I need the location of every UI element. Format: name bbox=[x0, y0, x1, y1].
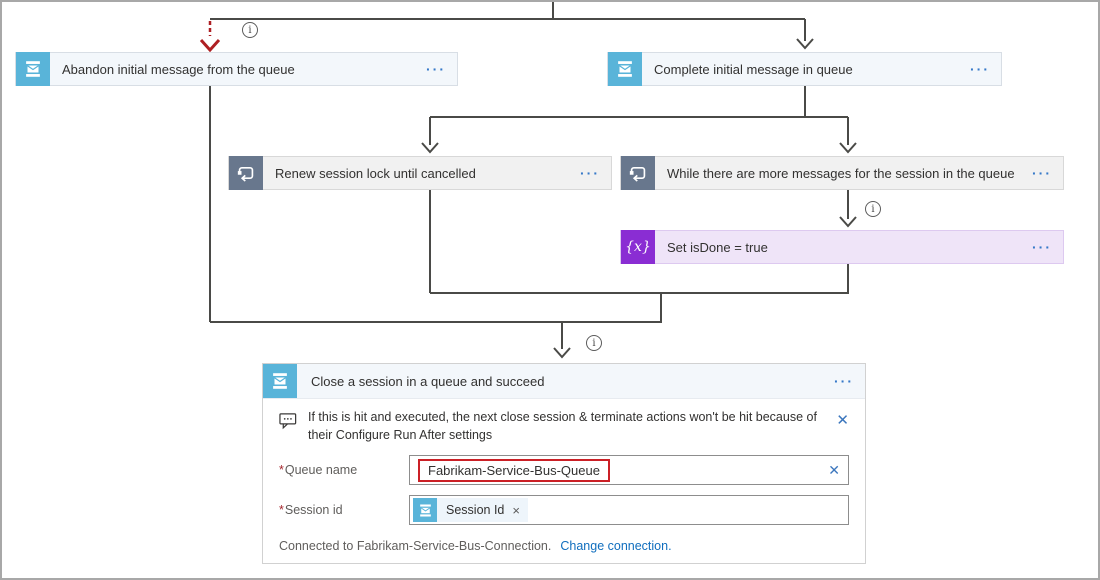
session-id-token[interactable]: Session Id × bbox=[413, 498, 528, 522]
action-card-complete-message[interactable]: Complete initial message in queue ··· bbox=[607, 52, 1002, 86]
info-icon[interactable]: i bbox=[865, 201, 881, 217]
until-loop-icon bbox=[621, 156, 655, 190]
change-connection-link[interactable]: Change connection. bbox=[560, 539, 672, 553]
action-title: Abandon initial message from the queue bbox=[62, 61, 295, 77]
action-title: Complete initial message in queue bbox=[654, 61, 853, 77]
clear-field-icon[interactable]: ✕ bbox=[828, 461, 840, 478]
set-variable-icon: {x} bbox=[621, 230, 655, 264]
scope-title: While there are more messages for the se… bbox=[667, 165, 1015, 181]
action-menu-button[interactable]: ··· bbox=[834, 373, 854, 389]
session-id-row: *Session id Session Id bbox=[279, 495, 849, 525]
action-card-abandon-message[interactable]: Abandon initial message from the queue ·… bbox=[15, 52, 458, 86]
action-menu-button[interactable]: ··· bbox=[426, 61, 446, 77]
queue-name-value-highlighted: Fabrikam-Service-Bus-Queue bbox=[418, 458, 610, 482]
connection-status-text: Connected to Fabrikam-Service-Bus-Connec… bbox=[279, 539, 552, 553]
connection-status-row: Connected to Fabrikam-Service-Bus-Connec… bbox=[279, 539, 849, 553]
note-text: If this is hit and executed, the next cl… bbox=[308, 410, 817, 442]
action-card-close-session: Close a session in a queue and succeed ·… bbox=[262, 363, 866, 564]
action-menu-button[interactable]: ··· bbox=[1032, 239, 1052, 255]
until-loop-icon bbox=[229, 156, 263, 190]
service-bus-icon bbox=[608, 52, 642, 86]
queue-name-input[interactable]: Fabrikam-Service-Bus-Queue ✕ bbox=[409, 455, 849, 485]
note-close-icon[interactable]: ✕ bbox=[836, 412, 849, 429]
action-title: Close a session in a queue and succeed bbox=[311, 373, 545, 389]
action-menu-button[interactable]: ··· bbox=[970, 61, 990, 77]
queue-name-label: *Queue name bbox=[279, 463, 358, 477]
comment-bubble-icon bbox=[279, 412, 298, 435]
scope-title: Renew session lock until cancelled bbox=[275, 165, 476, 181]
close-session-header[interactable]: Close a session in a queue and succeed ·… bbox=[263, 364, 865, 399]
token-remove-icon[interactable]: × bbox=[512, 502, 520, 518]
session-id-input[interactable]: Session Id × bbox=[409, 495, 849, 525]
service-bus-icon bbox=[263, 364, 297, 398]
info-icon[interactable]: i bbox=[586, 335, 602, 351]
note-row: If this is hit and executed, the next cl… bbox=[279, 409, 849, 444]
service-bus-icon bbox=[16, 52, 50, 86]
token-label: Session Id bbox=[446, 503, 505, 517]
service-bus-icon bbox=[413, 498, 437, 522]
queue-name-row: *Queue name Fabrikam-Service-Bus-Queue ✕ bbox=[279, 455, 849, 485]
info-icon[interactable]: i bbox=[242, 22, 258, 38]
action-title: Set isDone = true bbox=[667, 239, 768, 255]
close-session-body: If this is hit and executed, the next cl… bbox=[263, 399, 865, 563]
scope-card-renew-session-lock[interactable]: Renew session lock until cancelled ··· bbox=[228, 156, 612, 190]
session-id-label: *Session id bbox=[279, 503, 343, 517]
scope-menu-button[interactable]: ··· bbox=[580, 165, 600, 181]
scope-menu-button[interactable]: ··· bbox=[1032, 165, 1052, 181]
run-after-dashed-arrow bbox=[199, 21, 221, 53]
required-mark: * bbox=[279, 503, 284, 517]
required-mark: * bbox=[279, 463, 284, 477]
action-card-set-isdone[interactable]: {x} Set isDone = true ··· bbox=[620, 230, 1064, 264]
scope-card-while-more-messages[interactable]: While there are more messages for the se… bbox=[620, 156, 1064, 190]
